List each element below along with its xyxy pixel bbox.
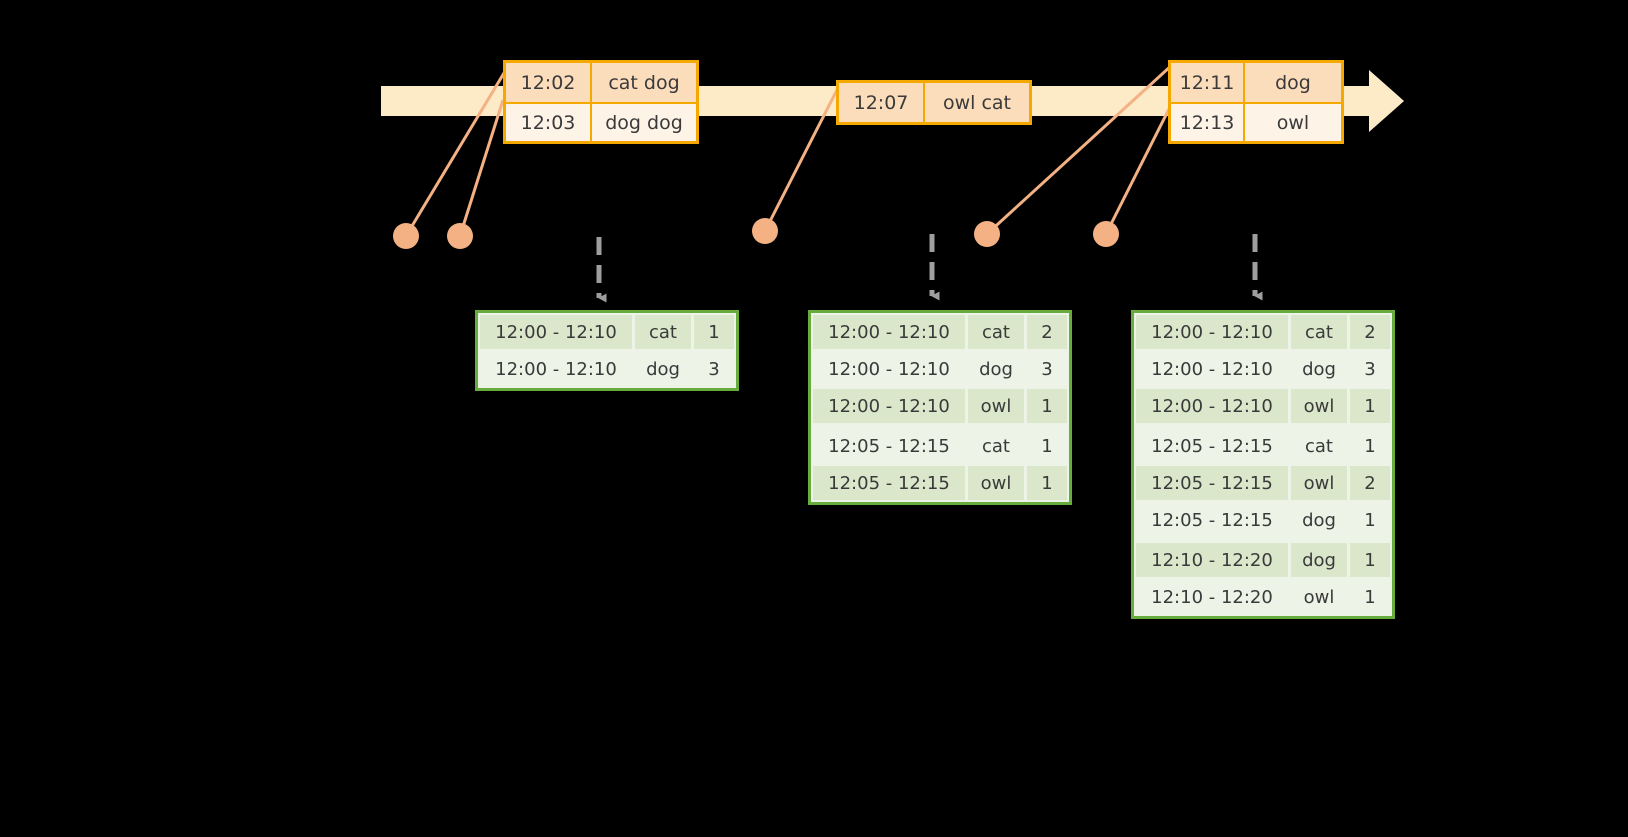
cell-count: 1 (1350, 543, 1390, 577)
cell-word: owl (1291, 580, 1347, 614)
cell-word: cat (635, 315, 691, 349)
cell-window: 12:05 - 12:15 (1136, 429, 1288, 463)
cell-window: 12:05 - 12:15 (813, 429, 965, 463)
cell-word: owl (1291, 389, 1347, 423)
cell-window: 12:10 - 12:20 (1136, 580, 1288, 614)
cell-count: 1 (1350, 389, 1390, 423)
cell-count: 2 (1350, 315, 1390, 349)
cell-window: 12:00 - 12:10 (1136, 315, 1288, 349)
cell-window: 12:05 - 12:15 (1136, 466, 1288, 500)
event-dot-5 (1093, 221, 1119, 247)
cell-word: cat (968, 315, 1024, 349)
event-payload: owl cat (942, 91, 1012, 114)
cell-word: dog (1291, 352, 1347, 386)
cell-count: 1 (1027, 429, 1067, 463)
cell-count: 1 (1027, 389, 1067, 423)
cell-count: 3 (1350, 352, 1390, 386)
timeline-arrow-head (1369, 70, 1404, 132)
event-dot-1 (393, 223, 419, 249)
event-row: 12:07 owl cat (839, 83, 1029, 122)
cell-window: 12:00 - 12:10 (480, 352, 632, 386)
cell-window: 12:00 - 12:10 (813, 352, 965, 386)
cell-window: 12:00 - 12:10 (813, 315, 965, 349)
events-1202-1203: 12:02 cat dog 12:03 dog dog (503, 60, 699, 144)
event-timestamp: 12:03 (506, 104, 592, 141)
event-dot-2-leader (458, 99, 505, 237)
event-timestamp: 12:07 (839, 83, 925, 122)
event-payload: dog (1275, 71, 1311, 94)
cell-count: 2 (1350, 466, 1390, 500)
cell-count: 1 (1350, 429, 1390, 463)
cell-count: 1 (1350, 580, 1390, 614)
event-timestamp: 12:11 (1171, 63, 1245, 102)
event-row: 12:13 owl (1171, 102, 1341, 141)
flow-arrows (596, 234, 1263, 303)
cell-window: 12:00 - 12:10 (480, 315, 632, 349)
cell-window: 12:05 - 12:15 (1136, 503, 1288, 537)
cell-word: cat (1291, 429, 1347, 463)
cell-window: 12:00 - 12:10 (813, 389, 965, 423)
event-row: 12:03 dog dog (506, 102, 696, 141)
event-dot-2 (447, 223, 473, 249)
event-dot-1-leader (404, 62, 512, 237)
cell-count: 3 (694, 352, 734, 386)
event-payload: cat dog (608, 71, 680, 94)
cell-word: dog (635, 352, 691, 386)
cell-count: 3 (1027, 352, 1067, 386)
cell-count: 1 (1027, 466, 1067, 500)
cell-window: 12:05 - 12:15 (813, 466, 965, 500)
event-dot-3-leader (763, 81, 843, 232)
cell-window: 12:10 - 12:20 (1136, 543, 1288, 577)
cell-count: 1 (1350, 503, 1390, 537)
cell-word: owl (968, 389, 1024, 423)
event-dot-3 (752, 218, 778, 244)
cell-word: cat (968, 429, 1024, 463)
events-1211-1213: 12:11 dog 12:13 owl (1168, 60, 1344, 144)
cell-word: owl (1291, 466, 1347, 500)
cell-word: dog (968, 352, 1024, 386)
cell-word: owl (968, 466, 1024, 500)
event-row: 12:11 dog (1171, 63, 1341, 102)
cell-count: 1 (694, 315, 734, 349)
cell-count: 2 (1027, 315, 1067, 349)
event-dots (393, 218, 1119, 249)
cell-word: dog (1291, 543, 1347, 577)
event-payload: dog dog (605, 111, 683, 134)
event-row: 12:02 cat dog (506, 63, 696, 102)
event-dot-5-leader (1104, 102, 1174, 235)
event-timestamp: 12:02 (506, 63, 592, 102)
cell-window: 12:00 - 12:10 (1136, 389, 1288, 423)
cell-word: dog (1291, 503, 1347, 537)
event-timestamp: 12:13 (1171, 104, 1245, 141)
cell-word: cat (1291, 315, 1347, 349)
event-payload: owl (1276, 111, 1310, 134)
event-dot-4 (974, 221, 1000, 247)
events-1207: 12:07 owl cat (836, 80, 1032, 125)
cell-window: 12:00 - 12:10 (1136, 352, 1288, 386)
